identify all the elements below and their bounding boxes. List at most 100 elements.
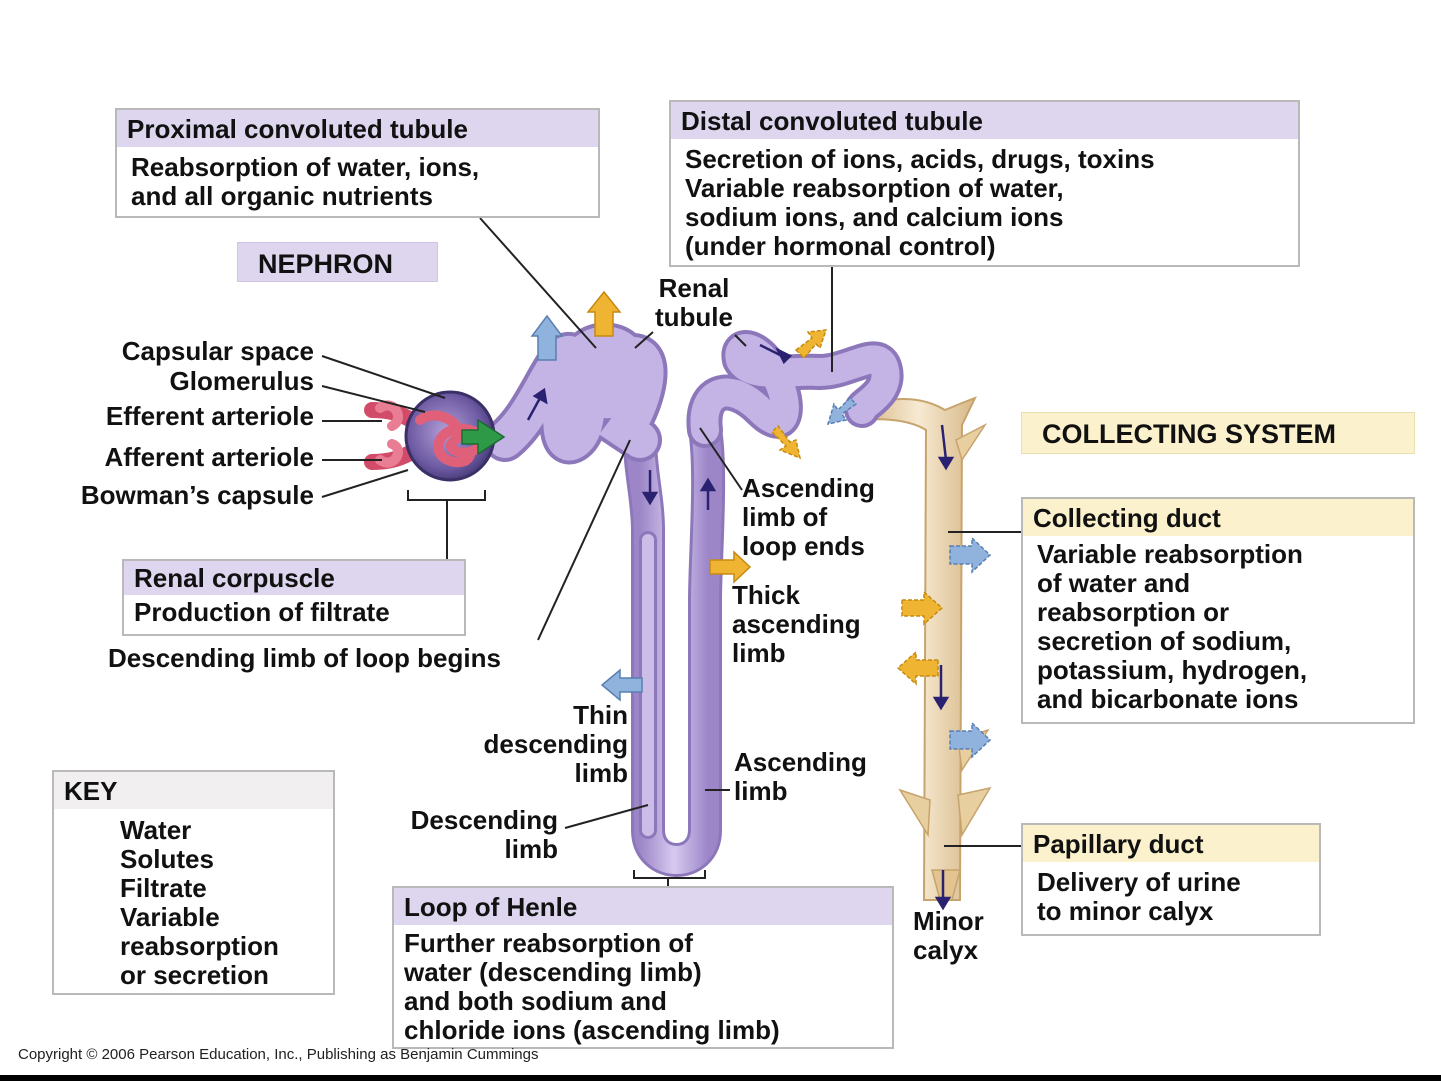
variable-water-arrow-cd1 bbox=[949, 536, 992, 574]
label-efferent-arteriole: Efferent arteriole bbox=[105, 401, 314, 431]
collecting-duct-line: reabsorption or bbox=[1037, 597, 1230, 627]
solute-arrow-up bbox=[586, 290, 622, 337]
label-line: Descending bbox=[410, 805, 558, 835]
label-line: tubule bbox=[655, 302, 733, 332]
label-minor-calyx: Minor calyx bbox=[913, 907, 984, 965]
collecting-duct-line: potassium, hydrogen, bbox=[1037, 655, 1308, 685]
proximal-tubule-shape bbox=[483, 322, 668, 465]
label-line: limb bbox=[732, 638, 786, 668]
key-title: KEY bbox=[54, 772, 333, 809]
variable-solute-arrow-dct2 bbox=[770, 424, 802, 460]
collecting-duct-line: and bicarbonate ions bbox=[1037, 684, 1299, 714]
label-line: limb bbox=[734, 776, 788, 806]
bottom-bar bbox=[0, 1075, 1441, 1081]
water-arrow-up bbox=[530, 314, 564, 361]
papillary-duct-title: Papillary duct bbox=[1023, 825, 1319, 862]
key-item-water: Water bbox=[120, 815, 192, 845]
dct-box: Distal convoluted tubule Secretion of io… bbox=[669, 100, 1300, 267]
dct-line: sodium ions, and calcium ions bbox=[685, 202, 1064, 232]
leader-lines bbox=[321, 217, 1022, 888]
key-item-variable: Variable bbox=[120, 902, 220, 932]
label-line: Minor bbox=[913, 906, 984, 936]
water-arrow-thin-descending bbox=[600, 668, 643, 702]
label-descending-limb-begins: Descending limb of loop begins bbox=[108, 643, 501, 673]
collecting-duct-shape bbox=[861, 396, 992, 901]
variable-water-arrow-dct bbox=[826, 396, 858, 426]
dct-line: Secretion of ions, acids, drugs, toxins bbox=[685, 144, 1155, 174]
variable-water-arrow-cd2 bbox=[949, 721, 992, 759]
label-line: Ascending bbox=[734, 747, 867, 777]
renal-corpuscle-line: Production of filtrate bbox=[134, 597, 390, 627]
collecting-duct-line: Variable reabsorption bbox=[1037, 539, 1303, 569]
key-box: KEY bbox=[52, 770, 335, 995]
label-thick-ascending-limb: Thick ascending limb bbox=[732, 581, 861, 668]
variable-solute-arrow-cd-out bbox=[896, 650, 939, 686]
label-glomerulus: Glomerulus bbox=[169, 366, 314, 396]
label-afferent-arteriole: Afferent arteriole bbox=[104, 442, 315, 472]
pct-box: Proximal convoluted tubule Reabsorption … bbox=[115, 108, 600, 218]
loop-of-henle-body: Further reabsorption of water (descendin… bbox=[394, 925, 892, 1049]
flow-arrows bbox=[526, 343, 955, 911]
loop-of-henle-line: water (descending limb) bbox=[404, 957, 702, 987]
label-line: Thin bbox=[573, 700, 628, 730]
dct-title: Distal convoluted tubule bbox=[671, 102, 1298, 139]
collecting-system-tag: COLLECTING SYSTEM bbox=[1021, 412, 1415, 454]
transport-arrows bbox=[461, 290, 992, 759]
copyright-text: Copyright © 2006 Pearson Education, Inc.… bbox=[18, 1046, 539, 1063]
label-line: calyx bbox=[913, 935, 979, 965]
label-ascending-limb: Ascending limb bbox=[734, 748, 867, 806]
label-line: Ascending bbox=[742, 473, 875, 503]
label-thin-descending-limb: Thin descending limb bbox=[430, 701, 628, 788]
label-line: descending bbox=[483, 729, 628, 759]
collecting-duct-line: secretion of sodium, bbox=[1037, 626, 1292, 656]
collecting-duct-body: Variable reabsorption of water and reabs… bbox=[1023, 536, 1413, 720]
collecting-duct-box: Collecting duct Variable reabsorption of… bbox=[1021, 497, 1415, 724]
label-line: limb of bbox=[742, 502, 828, 532]
label-bowmans-capsule: Bowman’s capsule bbox=[80, 480, 314, 510]
key-item-filtrate: Filtrate bbox=[120, 873, 207, 903]
renal-corpuscle-shape bbox=[364, 390, 496, 482]
label-capsular-space: Capsular space bbox=[121, 336, 314, 366]
collecting-duct-title: Collecting duct bbox=[1023, 499, 1413, 536]
key-item-variable-extra: or secretion bbox=[120, 960, 269, 990]
nephron-tag: NEPHRON bbox=[237, 242, 438, 282]
loop-of-henle-line: Further reabsorption of bbox=[404, 928, 693, 958]
key-item-variable-extra: reabsorption bbox=[120, 931, 279, 961]
dct-body: Secretion of ions, acids, drugs, toxins … bbox=[671, 139, 1298, 267]
pct-line: Reabsorption of water, ions, bbox=[131, 152, 480, 182]
variable-solute-arrow-cd-in bbox=[901, 590, 944, 626]
label-line: limb bbox=[504, 834, 558, 864]
loop-of-henle-line: chloride ions (ascending limb) bbox=[404, 1015, 780, 1045]
collecting-duct-line: of water and bbox=[1037, 568, 1191, 598]
renal-corpuscle-title: Renal corpuscle bbox=[124, 561, 464, 595]
label-line: limb bbox=[574, 758, 628, 788]
label-line: ascending bbox=[732, 609, 861, 639]
label-line: Renal bbox=[658, 273, 730, 303]
label-ascending-limb-ends: Ascending limb of loop ends bbox=[742, 474, 875, 561]
distal-tubule-shape bbox=[686, 330, 904, 448]
label-renal-tubule: Renal tubule bbox=[632, 274, 756, 332]
label-line: Thick bbox=[732, 580, 800, 610]
pct-line: and all organic nutrients bbox=[131, 181, 433, 211]
renal-corpuscle-body: Production of filtrate bbox=[124, 595, 464, 630]
loop-of-henle-box: Loop of Henle Further reabsorption of wa… bbox=[392, 886, 894, 1049]
dct-line: Variable reabsorption of water, bbox=[685, 173, 1064, 203]
dct-line: (under hormonal control) bbox=[685, 231, 996, 261]
solute-arrow-thick-ascending bbox=[709, 550, 752, 584]
pct-body: Reabsorption of water, ions, and all org… bbox=[117, 147, 598, 217]
filtrate-arrow bbox=[461, 418, 506, 456]
label-descending-limb: Descending limb bbox=[360, 806, 558, 864]
papillary-duct-body: Delivery of urine to minor calyx bbox=[1023, 862, 1319, 932]
renal-corpuscle-box: Renal corpuscle Production of filtrate bbox=[122, 559, 466, 636]
pct-title: Proximal convoluted tubule bbox=[117, 110, 598, 147]
loop-of-henle-line: and both sodium and bbox=[404, 986, 667, 1016]
loop-of-henle-title: Loop of Henle bbox=[394, 888, 892, 925]
variable-solute-arrow-dct bbox=[794, 329, 828, 360]
key-item-solutes: Solutes bbox=[120, 844, 214, 874]
papillary-duct-line: Delivery of urine bbox=[1037, 867, 1241, 897]
papillary-duct-line: to minor calyx bbox=[1037, 896, 1214, 926]
label-line: loop ends bbox=[742, 531, 865, 561]
papillary-duct-box: Papillary duct Delivery of urine to mino… bbox=[1021, 823, 1321, 936]
